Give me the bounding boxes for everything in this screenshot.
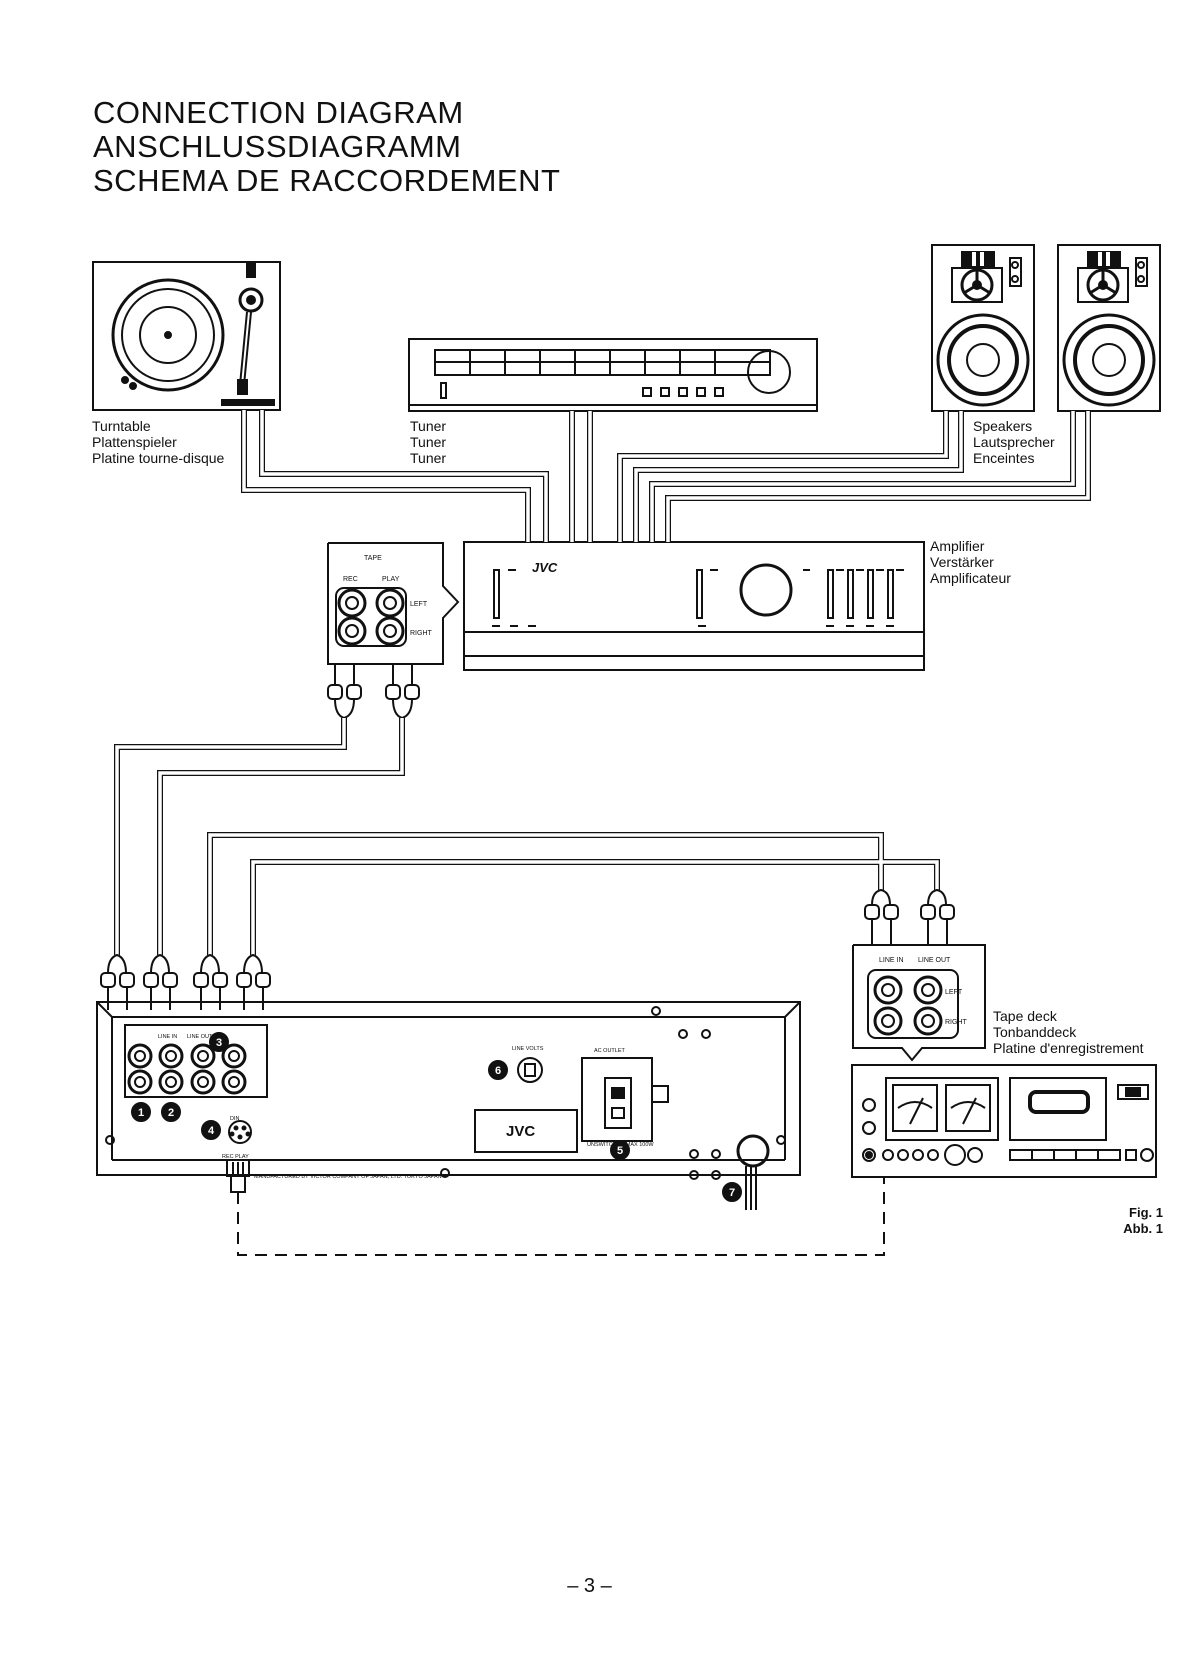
page-title: CONNECTION DIAGRAM ANSCHLUSSDIAGRAMM SCH… — [93, 96, 560, 198]
cables-upper-inner — [242, 410, 1090, 542]
tape-deck-label-fr: Platine d'enregistrement — [993, 1040, 1144, 1056]
tuner-label: Tuner Tuner Tuner — [410, 418, 446, 466]
rear-panel-din-text: DIN — [230, 1116, 240, 1122]
amplifier-label: Amplifier Verstärker Amplificateur — [930, 538, 1011, 586]
title-english: CONNECTION DIAGRAM — [93, 95, 464, 130]
figure-label-en: Fig. 1 — [1129, 1205, 1163, 1220]
callout-5: 5 — [617, 1145, 623, 1157]
din-cable-dashed — [237, 1177, 885, 1256]
turntable-label-fr: Platine tourne-disque — [92, 450, 225, 466]
tape-panel-right-text: RIGHT — [410, 630, 433, 637]
callout-7: 7 — [729, 1187, 735, 1199]
title-french: SCHEMA DE RACCORDEMENT — [93, 163, 561, 198]
tape-deck-panel-inset — [852, 944, 986, 1062]
tape-deck-illustration — [851, 1064, 1157, 1178]
rear-panel-ac-outlet-text: AC OUTLET — [594, 1048, 626, 1054]
rear-panel-line-out-text: LINE OUT — [187, 1034, 213, 1040]
cables-lower-inner — [115, 718, 939, 955]
left-speaker-illustration — [931, 244, 1035, 412]
tape-deck-left-text: LEFT — [945, 989, 963, 996]
tuner-label-en: Tuner — [410, 418, 447, 434]
speakers-label-fr: Enceintes — [973, 450, 1035, 466]
turntable-label-en: Turntable — [92, 418, 151, 434]
tuner-label-de: Tuner — [410, 434, 447, 450]
speakers-label-en: Speakers — [973, 418, 1033, 434]
callout-1: 1 — [138, 1107, 144, 1119]
callout-3: 3 — [216, 1037, 222, 1049]
amplifier-label-fr: Amplificateur — [930, 570, 1011, 586]
rear-panel-rec-play-text: REC PLAY — [222, 1154, 249, 1160]
speakers-label-de: Lautsprecher — [973, 434, 1055, 450]
tape-deck-label-en: Tape deck — [993, 1008, 1057, 1024]
tape-deck-plugs — [864, 888, 955, 945]
tape-deck-right-text: RIGHT — [945, 1019, 968, 1026]
rear-panel-plugs — [100, 953, 271, 1010]
rear-panel-line-in-text: LINE IN — [158, 1034, 177, 1040]
tuner-label-fr: Tuner — [410, 450, 447, 466]
amplifier-illustration — [463, 541, 925, 671]
title-german: ANSCHLUSSDIAGRAMM — [93, 129, 462, 164]
amplifier-label-en: Amplifier — [930, 538, 985, 554]
rear-panel-line-volts-text: LINE VOLTS — [512, 1046, 544, 1052]
right-speaker-illustration — [1057, 244, 1161, 412]
callout-markers — [131, 1032, 742, 1202]
rear-panel-brand-logo: JVC — [506, 1123, 535, 1140]
tape-panel-tape-text: TAPE — [364, 555, 382, 562]
amplifier-label-de: Verstärker — [930, 554, 994, 570]
tape-deck-line-out-text: LINE OUT — [918, 957, 951, 964]
rear-panel-illustration — [96, 1001, 801, 1210]
rear-panel-manufacturer-text: MANUFACTURED BY VICTOR COMPANY OF JAPAN,… — [254, 1174, 442, 1180]
figure-label-de: Abb. 1 — [1123, 1221, 1163, 1236]
tape-panel-play-text: PLAY — [382, 576, 400, 583]
page-number: – 3 – — [567, 1575, 612, 1597]
tuner-illustration — [408, 338, 818, 412]
tape-deck-line-in-text: LINE IN — [879, 957, 904, 964]
amplifier-brand-logo: JVC — [532, 560, 558, 575]
speakers-label: Speakers Lautsprecher Enceintes — [973, 418, 1055, 466]
tape-deck-label: Tape deck Tonbanddeck Platine d'enregist… — [993, 1008, 1144, 1056]
tape-panel-left-text: LEFT — [410, 601, 428, 608]
tape-panel-rec-text: REC — [343, 576, 358, 583]
turntable-label: Turntable Plattenspieler Platine tourne-… — [92, 418, 224, 466]
callout-6: 6 — [495, 1065, 501, 1077]
turntable-illustration — [92, 261, 281, 411]
callout-4: 4 — [208, 1125, 215, 1137]
callout-2: 2 — [168, 1107, 174, 1119]
amplifier-tape-panel — [327, 542, 460, 665]
tape-deck-label-de: Tonbanddeck — [993, 1024, 1077, 1040]
amp-tape-plugs — [327, 664, 420, 720]
turntable-label-de: Plattenspieler — [92, 434, 177, 450]
figure-label: Fig. 1 Abb. 1 — [1123, 1205, 1163, 1237]
